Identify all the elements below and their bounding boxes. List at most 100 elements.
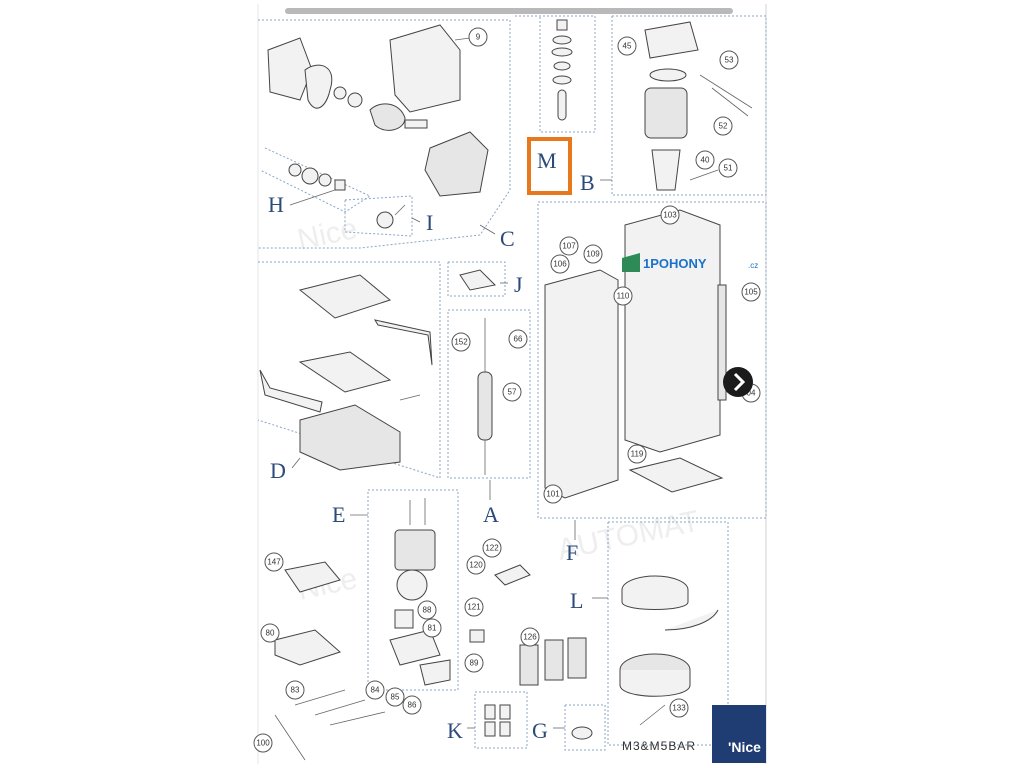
group-label-c: C [500, 226, 515, 251]
callout-number: 103 [663, 211, 677, 220]
group-label-a: A [483, 502, 499, 527]
callout-circle [260, 623, 280, 643]
group-l-parts [619, 575, 719, 726]
callout-number: 80 [266, 629, 275, 638]
callout-100: 100 [253, 733, 273, 753]
group-d-parts [259, 274, 433, 471]
group-e-box [367, 489, 459, 691]
group-label-l: L [570, 588, 583, 613]
callout-number: 107 [562, 242, 576, 251]
brand-label: 'Nice [728, 739, 761, 755]
callout-number: 04 [747, 389, 756, 398]
scrollbar-thumb[interactable] [285, 8, 733, 14]
callout-80: 80 [260, 623, 280, 643]
callout-number: 9 [476, 33, 481, 42]
callout-number: 119 [631, 450, 644, 459]
shop-logo-text: 1POHONY [643, 256, 707, 271]
callout-circle [482, 538, 502, 558]
callout-circle [264, 552, 284, 572]
callout-circle [464, 597, 484, 617]
callout-number: 53 [725, 56, 734, 65]
callout-number: 66 [514, 335, 523, 344]
callout-45: 45 [617, 36, 637, 56]
callout-circle [583, 244, 603, 264]
callout-number: 81 [428, 624, 437, 633]
callout-number: 89 [470, 659, 479, 668]
callout-circle [613, 286, 633, 306]
callout-number: 152 [454, 338, 468, 347]
group-j-box [447, 261, 506, 297]
callout-number: 101 [546, 490, 560, 499]
callout-circle [466, 555, 486, 575]
callout-number: 51 [724, 164, 733, 173]
callout-number: 120 [469, 561, 483, 570]
callout-number: 88 [423, 606, 432, 615]
callout-106: 106 [550, 254, 570, 274]
callout-circle [718, 158, 738, 178]
group-a-parts [477, 318, 493, 475]
callout-number: 105 [744, 288, 758, 297]
group-label-d: D [270, 458, 286, 483]
group-i-parts [376, 204, 406, 229]
callout-number: 133 [672, 704, 686, 713]
callout-circle [253, 733, 273, 753]
callout-number: 52 [719, 122, 728, 131]
callout-number: 83 [291, 686, 300, 695]
group-middle-lower-parts [469, 564, 593, 740]
callout-circle [559, 236, 579, 256]
callout-circle [520, 627, 540, 647]
brand-block [712, 705, 766, 763]
next-arrow-button[interactable] [723, 367, 753, 397]
callout-121: 121 [464, 597, 484, 617]
callout-circle [365, 680, 385, 700]
callout-number: 100 [256, 739, 270, 748]
shop-logo: 1POHONY .cz [622, 253, 758, 272]
group-m-parts [551, 19, 573, 121]
group-label-j: J [514, 272, 523, 297]
group-f-box [537, 201, 767, 519]
callout-52: 52 [713, 116, 733, 136]
group-label-i: I [426, 210, 433, 235]
group-label-k: K [447, 718, 463, 743]
svg-text:Nice: Nice [295, 212, 361, 257]
callout-circle [695, 150, 715, 170]
callout-circle [741, 282, 761, 302]
group-b-parts [644, 21, 753, 191]
group-a-box [447, 309, 531, 479]
callout-number: 122 [485, 544, 499, 553]
group-c-box [258, 19, 511, 249]
callout-147: 147 [264, 552, 284, 572]
callout-circle [422, 618, 442, 638]
group-label-h: H [268, 192, 284, 217]
callout-85: 85 [385, 687, 405, 707]
callout-119: 119 [627, 444, 647, 464]
callout-circle [502, 382, 522, 402]
callout-84: 84 [365, 680, 385, 700]
callout-circle [719, 50, 739, 70]
group-m-box [515, 15, 596, 133]
callout-circle [660, 205, 680, 225]
callout-53: 53 [719, 50, 739, 70]
callout-122: 122 [482, 538, 502, 558]
callout-number: 110 [617, 292, 630, 301]
callout-57: 57 [502, 382, 522, 402]
callout-number: 106 [553, 260, 567, 269]
callout-105: 105 [741, 282, 761, 302]
callout-circle [285, 680, 305, 700]
group-l-box [607, 521, 729, 746]
model-label: M3&M5BAR [622, 739, 696, 753]
callout-number: 121 [467, 603, 481, 612]
group-k-box [474, 691, 528, 749]
callout-circle [402, 695, 422, 715]
group-h-parts [288, 163, 346, 191]
callout-120: 120 [466, 555, 486, 575]
callout-number: 45 [623, 42, 632, 51]
callout-circle [543, 484, 563, 504]
callout-number: 40 [701, 156, 710, 165]
callout-110: 110 [613, 286, 633, 306]
callout-number: 86 [408, 701, 417, 710]
callout-number: 109 [586, 250, 600, 259]
chevron-right-icon [733, 372, 746, 392]
group-left-lower-parts [274, 561, 386, 761]
